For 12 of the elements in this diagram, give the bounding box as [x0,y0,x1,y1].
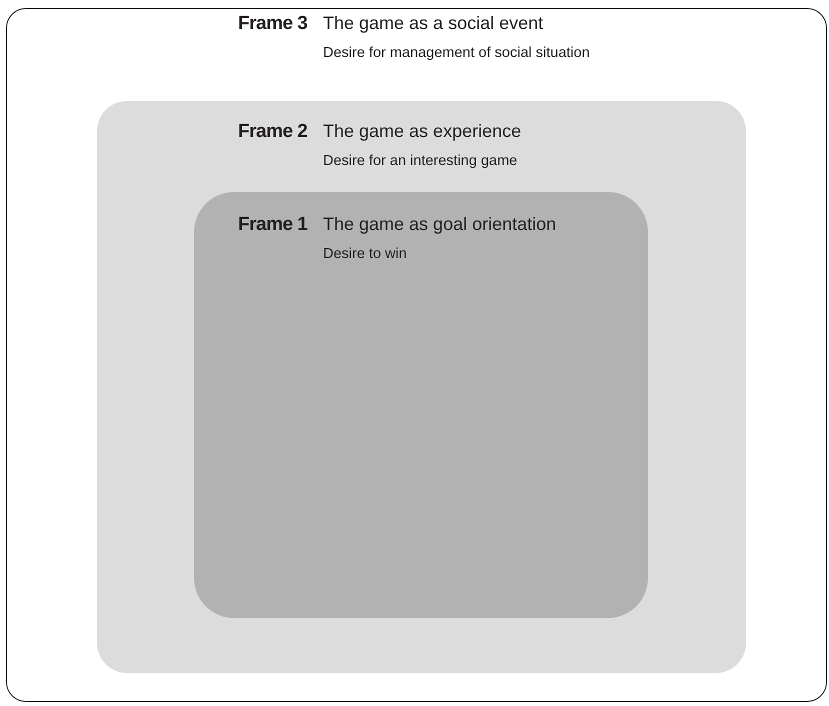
frame-heading: Frame 3 [238,13,308,35]
frame-heading: Frame 1 [238,214,308,236]
frame-heading: Frame 2 [238,121,308,143]
frame-title: The game as experience [323,121,522,142]
middle-frame-panel [97,101,746,673]
frame-title: The game as a social event [323,13,544,34]
frame-description: Desire for an interesting game [323,153,518,169]
frame-description: Desire to win [323,246,407,262]
frame-title: The game as goal orientation [323,214,556,235]
inner-frame-panel [194,192,648,618]
frame-description: Desire for management of social situation [323,45,590,61]
outer-frame-panel [6,8,827,702]
